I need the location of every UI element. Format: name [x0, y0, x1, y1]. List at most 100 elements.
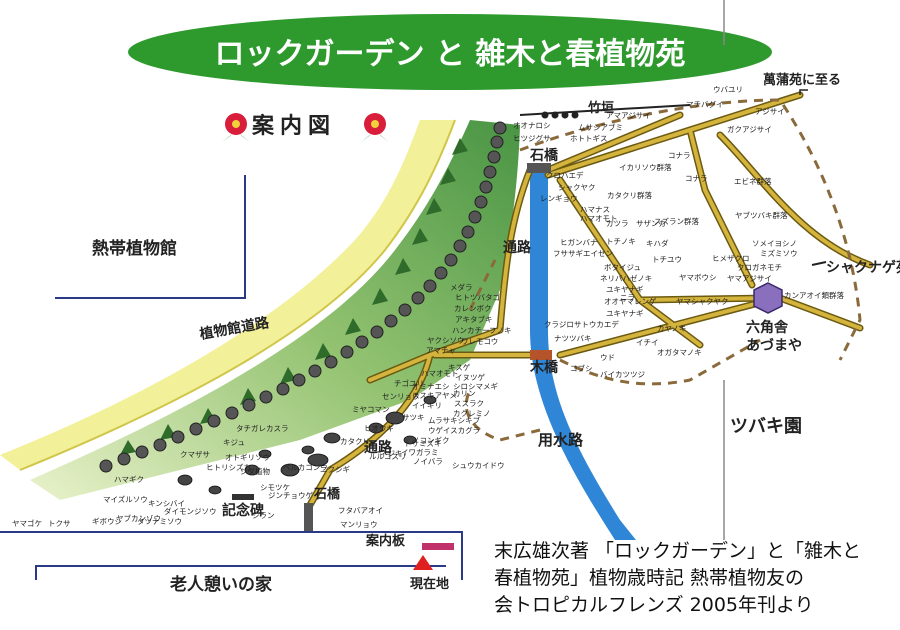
- plant-label: ヤマアジサイ: [727, 274, 772, 283]
- plant-label: カタクリ群落: [607, 190, 652, 200]
- plant-label: ユキヤナギ: [606, 309, 644, 318]
- plant-label: ギボウシ: [92, 517, 122, 526]
- waterway: [530, 170, 636, 540]
- tsubaki-garden-label: ツバキ園: [730, 416, 802, 437]
- plant-label: ミズミソウ: [760, 248, 798, 258]
- plant-label: ワレモコウ: [461, 337, 498, 346]
- plant-label: センリョウ: [382, 392, 420, 401]
- plant-label: コナラ: [668, 151, 691, 160]
- plant-label: ヤマボウシ: [679, 273, 717, 282]
- plant-label: オガタマノキ: [657, 347, 702, 357]
- plant-label: イワガラミ: [401, 447, 439, 457]
- plant-label: レンギョウ: [540, 194, 578, 203]
- plant-label: マイズルソウ: [103, 494, 148, 504]
- plant-label: カクレミノ: [453, 409, 491, 418]
- plant-labels-rock-garden: メダラヒトツバタゴカレンボクアキタブキハンカチーフノキワレモコウヤクシソウアマチ…: [12, 282, 512, 529]
- plant-label: ヤマシャクヤク: [676, 297, 729, 306]
- plant-label: アジサイ: [755, 107, 785, 116]
- bamboo-fence: 竹垣: [519, 100, 691, 119]
- plant-label: アマチャ: [426, 346, 456, 355]
- passage-label-upper: 通路: [503, 239, 532, 256]
- plant-label: ダイモンジソウ: [164, 506, 217, 516]
- plant-label: シロシマメギ: [453, 382, 498, 391]
- pavilion-icon: [753, 282, 783, 314]
- plant-label: ヤブツバキ群落: [735, 210, 788, 220]
- plant-label: シャクヤク: [558, 183, 596, 192]
- plant-label: ヒメザクロ: [712, 254, 750, 263]
- plant-label: ソメイヨシノ: [752, 239, 797, 248]
- slope-cliff-marks: [120, 138, 468, 455]
- title-banner: ロックガーデン と 雑木と春植物苑: [128, 14, 772, 90]
- plant-label: シモツケ: [260, 483, 290, 492]
- plant-label: イチイ: [636, 338, 659, 347]
- plant-label: ハマギク: [114, 475, 144, 484]
- plant-label: オトギリソウ: [225, 453, 270, 462]
- plant-label: ハマオモト: [580, 214, 618, 223]
- plant-label: カレンボク: [454, 304, 492, 313]
- plant-label: サザンカ: [636, 219, 666, 228]
- plant-label: ヒトツバタゴ: [455, 292, 500, 302]
- plant-label: ナツツバキ: [554, 334, 592, 343]
- plant-label: ムサシアブミ: [578, 122, 623, 132]
- plant-label: ハマオモト: [421, 369, 459, 378]
- plant-label: サツキ: [402, 413, 425, 422]
- pavilion-label: 六角舎: [746, 319, 789, 336]
- plant-label: イヌツゲ: [455, 373, 485, 382]
- current-location-label: 現在地: [410, 576, 449, 592]
- seniors-home-label: 老人憩いの家: [169, 574, 272, 595]
- plant-label: ネジキ: [380, 449, 403, 458]
- botanical-road-edge: [19, 119, 456, 471]
- current-location-marker: [413, 555, 433, 570]
- monument-label: 記念碑: [222, 502, 264, 519]
- plant-label: ミヤコマン: [352, 405, 390, 414]
- plant-label: ルルコスリ: [369, 452, 406, 461]
- garden-paths-fill: [546, 93, 872, 357]
- plant-label: アマアジサイ: [606, 111, 651, 120]
- plant-label: ネリバハゼノキ: [600, 273, 652, 283]
- plant-label: ヒオウギ: [364, 424, 394, 433]
- wood-bridge: [530, 350, 552, 360]
- plant-label: ハマナス: [580, 205, 610, 214]
- source-credit: 末広雄次著 「ロックガーデン」と「雑木と 春植物苑」植物歳時記 熱帯植物友の 会…: [494, 538, 894, 619]
- plant-label: エビネ群落: [734, 176, 772, 186]
- plant-label: ホトトギス: [570, 134, 608, 143]
- plant-label: スズラン群落: [654, 216, 699, 226]
- to-garden-label: 萬蒲苑に至る: [763, 72, 841, 88]
- plant-label: カヤノキ: [657, 324, 686, 333]
- wood-bridge-label: 木橋: [529, 359, 559, 376]
- notice-board-icon: [422, 543, 454, 550]
- plant-label: ススラク: [454, 399, 484, 408]
- plant-label: ヒトリシズカ: [206, 462, 251, 472]
- plant-label: シダ植物: [240, 466, 270, 476]
- tropical-house-outline: [55, 175, 246, 299]
- plant-label: アキタブキ: [455, 314, 493, 324]
- credit-line-3: 会トロピカルフレンズ 2005年刊より: [494, 594, 814, 616]
- camellia-icon: [361, 113, 389, 142]
- plant-label: ヒガンバナ: [560, 237, 598, 247]
- plant-label: イイギリ: [412, 401, 442, 410]
- plant-label: チゴユリ: [394, 378, 424, 388]
- plant-label: クロハエデ: [546, 170, 584, 180]
- plant-label: カツラ: [606, 219, 629, 228]
- waterway-label: 用水路: [538, 431, 584, 449]
- plant-label: ボタイジュ: [604, 263, 641, 272]
- stone-bridge-top-label: 石橋: [529, 147, 559, 164]
- monument-icon: [232, 494, 254, 500]
- botanical-road-band: [0, 120, 455, 470]
- plant-label: ベルカコンウ: [283, 463, 328, 472]
- plant-label: シュウカイドウ: [452, 461, 505, 470]
- plant-label: ノイバラ: [413, 457, 443, 466]
- plant-label: ニクシギ: [320, 465, 350, 474]
- stone-bridge-bottom: [304, 503, 313, 533]
- banner-title: ロックガーデン と 雑木と春植物苑: [215, 37, 686, 72]
- plant-label: トサミズキ: [404, 438, 442, 448]
- plant-label: キンシバイ: [148, 499, 185, 508]
- plant-label: フササギエイセン: [553, 249, 613, 258]
- tropical-house-label: 熱帯植物館: [92, 238, 177, 259]
- plant-label: ウド: [600, 353, 615, 362]
- legend-title-text: 案内図: [251, 113, 336, 139]
- camellia-icon: [222, 113, 250, 142]
- bamboo-fence-label: 竹垣: [587, 100, 614, 116]
- plant-label: コナラ: [685, 174, 708, 183]
